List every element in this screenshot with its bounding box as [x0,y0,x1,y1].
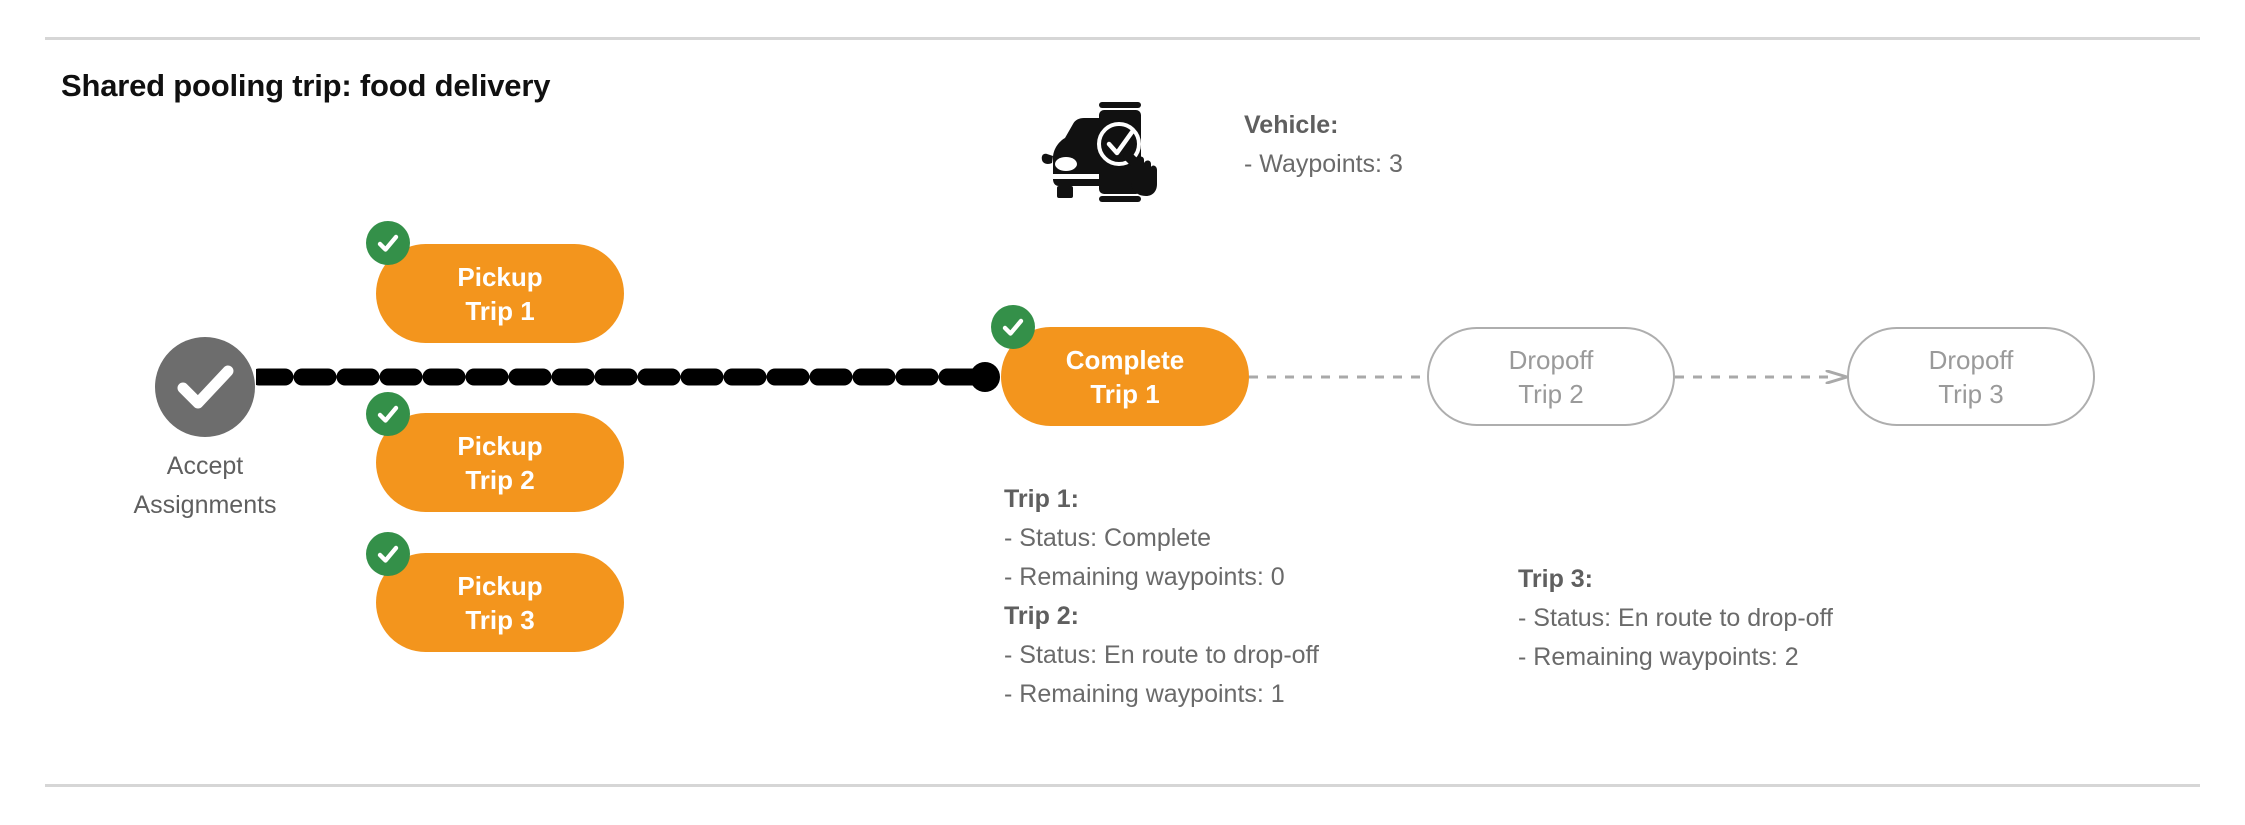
accept-assignments-label: Accept Assignments [85,447,325,525]
vehicle-info-block: Vehicle: - Waypoints: 3 [1244,106,1403,184]
trip3-heading: Trip 3: [1518,565,1594,593]
trip2-heading: Trip 2: [1004,602,1080,630]
check-circle-icon [155,337,255,437]
trip3-status: - Status: En route to drop-off [1518,604,1833,632]
pill-dropoff-2-line-2: Trip 2 [1518,378,1584,409]
trip-info-left: Trip 1: - Status: Complete - Remaining w… [1004,480,1319,714]
top-divider [45,37,2200,40]
pill-dropoff-trip-2[interactable]: Dropoff Trip 2 [1427,327,1675,426]
connector-complete1-to-dropoff2 [1249,370,1429,384]
pill-dropoff-trip-3[interactable]: Dropoff Trip 3 [1847,327,2095,426]
trip3-waypoints: - Remaining waypoints: 2 [1518,643,1799,671]
trip1-waypoints: - Remaining waypoints: 0 [1004,563,1285,591]
pill-pickup-1-line-2: Trip 1 [465,295,535,326]
connector-dropoff2-to-dropoff3 [1675,370,1849,384]
car-phone-check-icon [1039,90,1163,214]
pill-complete-trip-1[interactable]: Complete Trip 1 [1001,327,1249,426]
accept-label-line-1: Accept [166,452,244,480]
pill-pickup-trip-3[interactable]: Pickup Trip 3 [376,553,624,652]
check-badge-icon-pickup-3 [366,532,410,576]
pill-dropoff-3-line-2: Trip 3 [1938,378,2004,409]
pill-dropoff-2-line-1: Dropoff [1508,344,1594,375]
accept-assignments-node[interactable] [155,337,255,437]
page-title: Shared pooling trip: food delivery [61,68,551,103]
vehicle-waypoints: - Waypoints: 3 [1244,150,1403,178]
check-badge-icon-pickup-2 [366,392,410,436]
accept-label-line-2: Assignments [133,491,277,519]
pill-pickup-trip-1[interactable]: Pickup Trip 1 [376,244,624,343]
pill-pickup-3-line-2: Trip 3 [465,604,535,635]
pill-pickup-2-line-1: Pickup [457,430,543,461]
trip-info-right: Trip 3: - Status: En route to drop-off -… [1518,560,1833,677]
pill-pickup-2-line-2: Trip 2 [465,464,535,495]
pill-pickup-trip-2[interactable]: Pickup Trip 2 [376,413,624,512]
vehicle-heading: Vehicle: [1244,111,1339,139]
pill-pickup-3-line-1: Pickup [457,570,543,601]
bottom-divider [45,784,2200,787]
trip1-status: - Status: Complete [1004,524,1212,552]
trip1-heading: Trip 1: [1004,485,1080,513]
check-badge-icon-complete-1 [991,305,1035,349]
pill-complete-1-line-1: Complete [1065,344,1185,375]
trunk-dashed-connector [256,366,991,388]
check-badge-icon-pickup-1 [366,221,410,265]
trip2-status: - Status: En route to drop-off [1004,641,1319,669]
pill-complete-1-line-2: Trip 1 [1090,378,1160,409]
junction-dot [970,362,1000,392]
trip2-waypoints: - Remaining waypoints: 1 [1004,680,1285,708]
pill-pickup-1-line-1: Pickup [457,261,543,292]
pill-dropoff-3-line-1: Dropoff [1928,344,2014,375]
